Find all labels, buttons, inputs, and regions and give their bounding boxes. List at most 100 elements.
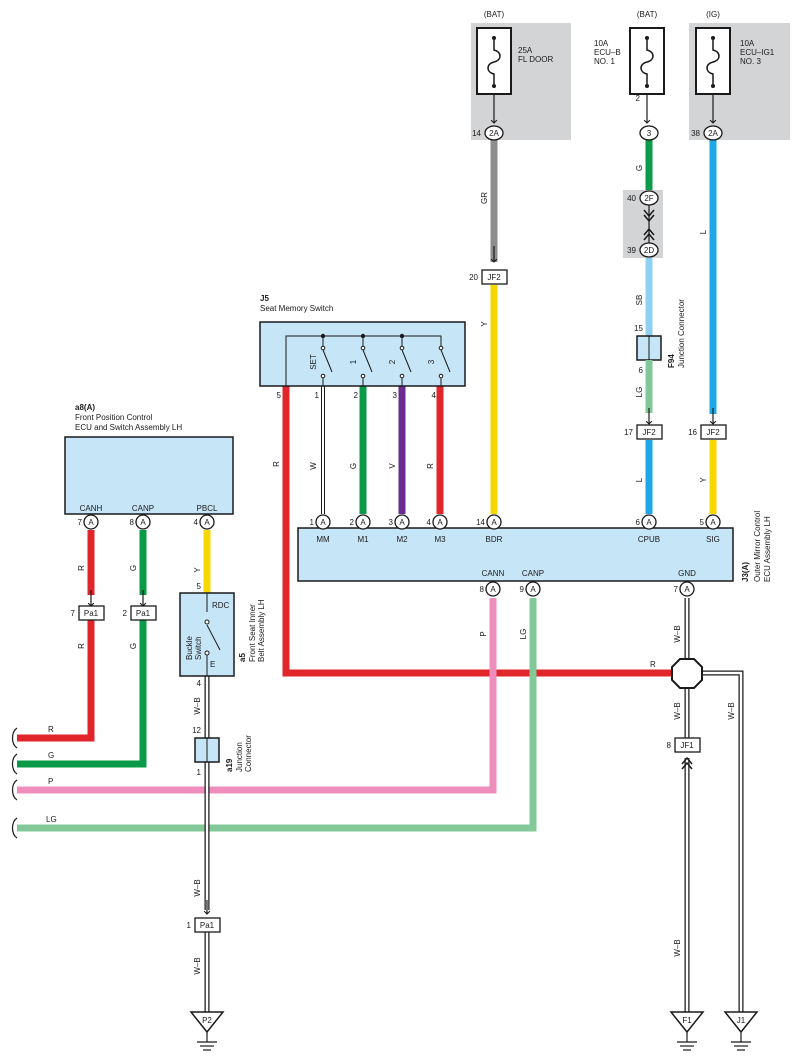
- svg-text:8: 8: [667, 741, 672, 750]
- source-label: (BAT): [637, 10, 658, 19]
- svg-text:1: 1: [310, 518, 315, 527]
- svg-text:2A: 2A: [708, 129, 718, 138]
- a19-name: Junction: [235, 742, 244, 772]
- svg-text:R: R: [48, 725, 54, 734]
- svg-text:Pa1: Pa1: [136, 609, 151, 618]
- a8-name: Front Position Control: [75, 413, 153, 422]
- svg-text:A: A: [399, 518, 405, 527]
- svg-text:5: 5: [277, 391, 282, 400]
- svg-text:A: A: [437, 518, 443, 527]
- fuse-name: FL DOOR: [518, 55, 553, 64]
- svg-text:2: 2: [123, 609, 128, 618]
- svg-text:4: 4: [194, 518, 199, 527]
- svg-text:1: 1: [187, 921, 192, 930]
- svg-text:2F: 2F: [644, 194, 653, 203]
- svg-text:R: R: [426, 463, 435, 469]
- svg-text:7: 7: [71, 609, 76, 618]
- svg-text:1: 1: [197, 768, 202, 777]
- f94-name: Junction Connector: [677, 299, 686, 368]
- ground-splice-point: [671, 658, 703, 689]
- svg-text:W–B: W–B: [727, 702, 736, 719]
- outer-mirror-control-ecu-box: [297, 527, 734, 582]
- svg-text:2: 2: [350, 518, 355, 527]
- terminal-sig: SIG: [706, 535, 720, 544]
- svg-text:39: 39: [627, 246, 636, 255]
- svg-text:F1: F1: [682, 1016, 692, 1025]
- svg-text:3: 3: [647, 129, 652, 138]
- a5-name: Belt Assembly LH: [257, 599, 266, 662]
- svg-text:G: G: [48, 751, 54, 760]
- wire-lg-canp: [17, 598, 537, 832]
- wire-color-labels: GR Y G SB LG L L Y R W G V R R G Y R G P…: [46, 165, 736, 975]
- svg-text:G: G: [129, 565, 138, 571]
- svg-text:P: P: [479, 631, 488, 636]
- svg-text:W: W: [309, 462, 318, 470]
- connector-a-labels: A A A A A A A A A A A A A: [88, 518, 716, 594]
- terminal-mm: MM: [316, 535, 330, 544]
- svg-text:JF2: JF2: [642, 428, 656, 437]
- svg-text:LG: LG: [519, 629, 528, 640]
- svg-text:A: A: [684, 585, 690, 594]
- wire-g-pa1: [17, 620, 147, 768]
- svg-text:L: L: [635, 477, 644, 482]
- wire-break-marks: [11, 727, 18, 839]
- svg-text:2: 2: [636, 94, 641, 103]
- svg-text:A: A: [646, 518, 652, 527]
- fuse-rating: 25A: [518, 46, 533, 55]
- svg-text:G: G: [635, 165, 644, 171]
- svg-text:LG: LG: [46, 815, 57, 824]
- svg-text:W–B: W–B: [193, 879, 202, 896]
- svg-text:20: 20: [469, 273, 478, 282]
- svg-text:Y: Y: [480, 321, 489, 327]
- svg-text:W–B: W–B: [673, 939, 682, 956]
- svg-text:9: 9: [520, 585, 525, 594]
- fuse-name: ECU–IG1: [740, 48, 775, 57]
- switch-label-1: 1: [349, 359, 358, 364]
- svg-text:W–B: W–B: [673, 625, 682, 642]
- svg-text:15: 15: [634, 324, 643, 333]
- a8-code: a8(A): [75, 403, 95, 412]
- svg-text:40: 40: [627, 194, 636, 203]
- svg-text:14: 14: [476, 518, 485, 527]
- svg-text:R: R: [77, 643, 86, 649]
- svg-text:GR: GR: [480, 192, 489, 204]
- svg-text:6: 6: [639, 366, 644, 375]
- svg-text:W–B: W–B: [193, 697, 202, 714]
- svg-text:W–B: W–B: [673, 702, 682, 719]
- svg-text:7: 7: [674, 585, 679, 594]
- a5-name: Front Seat Inner: [248, 604, 257, 662]
- svg-text:JF2: JF2: [706, 428, 720, 437]
- round-connectors: [484, 125, 723, 258]
- fuse-name: NO. 3: [740, 57, 761, 66]
- source-label: (IG): [706, 10, 720, 19]
- svg-text:Y: Y: [699, 477, 708, 483]
- j3-code: J3(A): [741, 562, 750, 582]
- rect-connectors: [78, 269, 727, 933]
- svg-text:8: 8: [480, 585, 485, 594]
- svg-text:3: 3: [393, 391, 398, 400]
- terminal-canp: CANP: [132, 504, 154, 513]
- svg-text:5: 5: [197, 582, 202, 591]
- source-label: (BAT): [484, 10, 505, 19]
- svg-text:Y: Y: [193, 567, 202, 573]
- svg-text:P: P: [48, 777, 53, 786]
- terminal-gnd: GND: [678, 569, 696, 578]
- svg-text:2A: 2A: [489, 129, 499, 138]
- j5-code: J5: [260, 294, 269, 303]
- svg-text:Pa1: Pa1: [200, 921, 215, 930]
- fuse-name: ECU–B: [594, 48, 621, 57]
- fuse-symbol-icon: [706, 40, 720, 84]
- svg-text:A: A: [530, 585, 536, 594]
- svg-text:17: 17: [624, 428, 633, 437]
- a8-name: ECU and Switch Assembly LH: [75, 423, 182, 432]
- svg-text:A: A: [204, 518, 210, 527]
- svg-text:L: L: [699, 229, 708, 234]
- terminal-cpub: CPUB: [638, 535, 660, 544]
- ground-f1: F1: [669, 1011, 705, 1051]
- svg-text:3: 3: [389, 518, 394, 527]
- terminal-rdc: RDC: [212, 601, 230, 610]
- svg-text:4: 4: [197, 679, 202, 688]
- a5-code: a5: [238, 653, 247, 662]
- svg-text:A: A: [490, 585, 496, 594]
